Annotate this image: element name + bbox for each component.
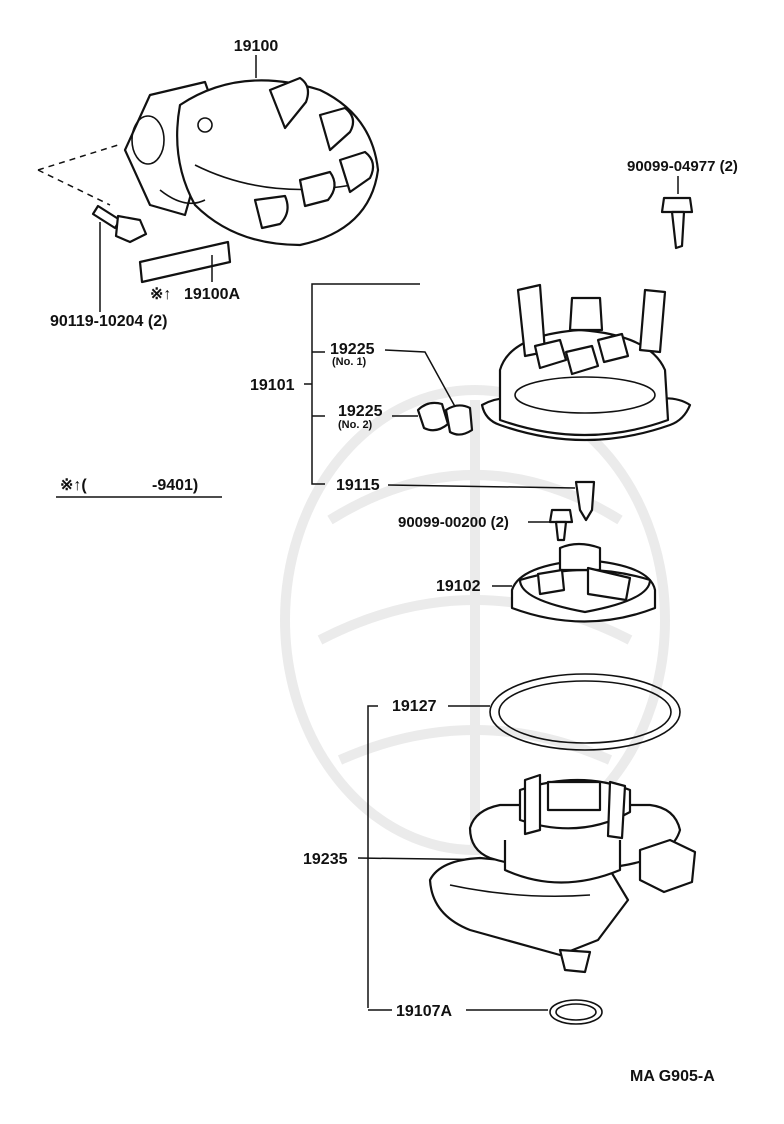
gasket-19127 — [489, 673, 681, 751]
rotor-19102 — [510, 542, 657, 623]
bolt-90119-10204 — [91, 204, 148, 244]
label-90119-10204: 90119-10204 (2) — [50, 313, 167, 330]
label-19107a: 19107A — [396, 1003, 452, 1020]
housing-19235 — [428, 773, 697, 974]
carbon-brush-19115 — [574, 480, 596, 522]
label-19225-no2-sub: (No. 2) — [338, 419, 373, 431]
label-19127: 19127 — [392, 698, 437, 715]
dashed-leader-bolt — [37, 144, 119, 171]
label-90099-00200: 90099-00200 (2) — [398, 514, 509, 531]
label-19102: 19102 — [436, 578, 481, 595]
screw-90099-04977 — [660, 196, 694, 250]
label-19115: 19115 — [336, 477, 380, 494]
label-plate-19100a — [138, 240, 232, 284]
bracket-19101-bottom — [311, 384, 325, 485]
leader-19115 — [387, 484, 576, 489]
label-19100a-mark: ※↑ — [150, 286, 171, 303]
bracket-19101-top — [311, 283, 420, 384]
leader-19225-1 — [384, 349, 459, 413]
oring-19107a — [549, 999, 603, 1025]
note-range: -9401) — [152, 477, 198, 494]
diagram-code: MA G905-A — [630, 1068, 715, 1085]
label-19225-no1-sub: (No. 1) — [332, 356, 367, 368]
label-19100a: 19100A — [184, 286, 240, 303]
distributor-cap-19101 — [480, 283, 692, 442]
label-90099-04977: 90099-04977 (2) — [627, 158, 738, 175]
grommets-19225 — [416, 401, 474, 436]
note-mark: ※↑( — [60, 477, 87, 494]
label-19100: 19100 — [234, 38, 279, 55]
distributor-assembly-19100 — [123, 76, 380, 247]
dashed-leader-bolt-2 — [37, 169, 111, 206]
label-19235: 19235 — [303, 851, 348, 868]
label-19225-no2: 19225 — [338, 403, 383, 420]
label-19101: 19101 — [250, 377, 295, 394]
screw-90099-00200 — [548, 508, 574, 542]
label-19225-no1: 19225 — [330, 341, 375, 358]
bracket-lower — [367, 705, 378, 1008]
